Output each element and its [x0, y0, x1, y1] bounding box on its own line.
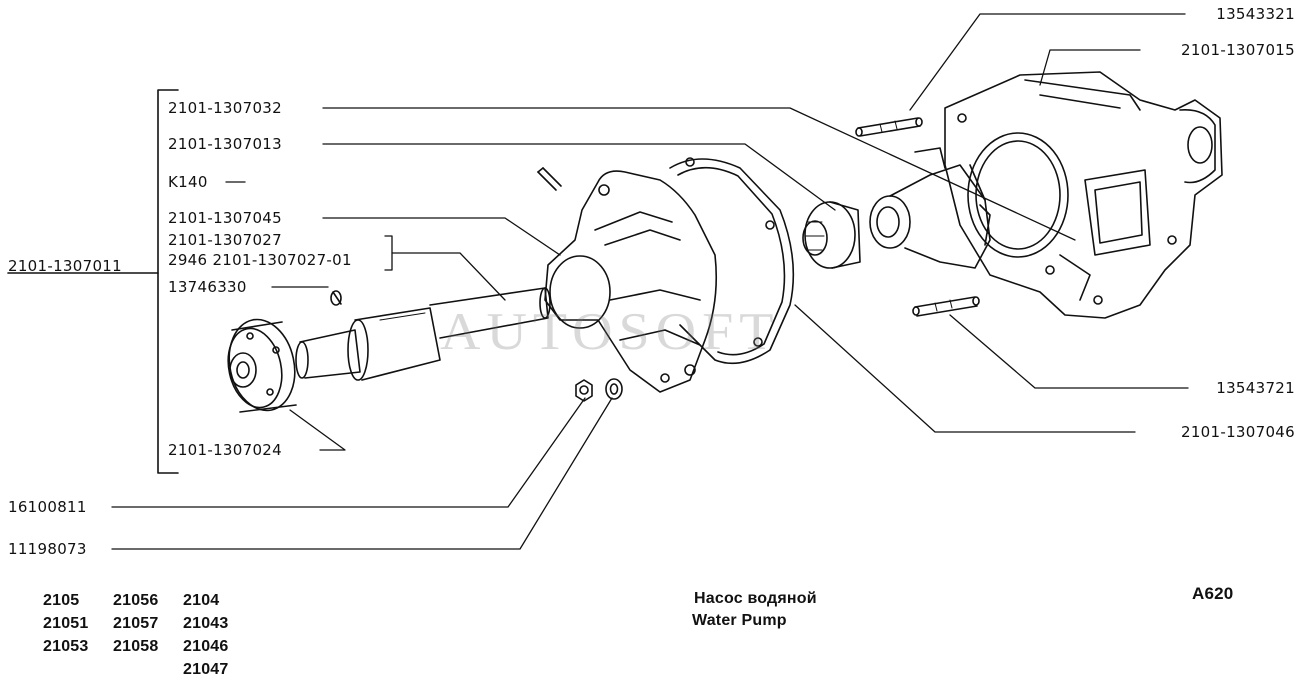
model-21057: 21057 — [113, 615, 159, 632]
nut — [575, 379, 593, 402]
label-2101-1307024: 2101-1307024 — [168, 441, 282, 459]
label-2101-1307046: 2101-1307046 — [1181, 423, 1295, 441]
label-13746330: 13746330 — [168, 278, 247, 296]
diagram-code: A620 — [1192, 584, 1234, 603]
model-21058: 21058 — [113, 638, 159, 655]
model-21053: 21053 — [43, 638, 89, 655]
gasket — [669, 157, 795, 365]
watermark: AUTOSOFT — [440, 302, 780, 362]
model-2104: 2104 — [183, 592, 220, 609]
label-11198073: 11198073 — [8, 540, 87, 558]
leader-lines-left — [111, 107, 1076, 550]
k140-pin — [537, 167, 562, 191]
label-2101-1307027: 2101-1307027 — [168, 231, 282, 249]
label-13543321: 13543321 — [1216, 5, 1295, 23]
shaft-seal — [802, 201, 861, 269]
title-en: Water Pump — [692, 612, 787, 629]
label-2946-2101-1307027-01: 2946 2101-1307027-01 — [168, 251, 352, 269]
washer — [605, 378, 623, 400]
pump-housing — [944, 71, 1223, 319]
title-ru: Насос водяной — [694, 590, 817, 607]
label-2101-1307013: 2101-1307013 — [168, 135, 282, 153]
impeller — [869, 147, 991, 269]
pulley-hub — [227, 318, 297, 413]
stud-lower — [912, 296, 980, 317]
stud-upper — [855, 117, 923, 137]
label-k140: K140 — [168, 173, 208, 191]
label-2101-1307032: 2101-1307032 — [168, 99, 282, 117]
model-21047: 21047 — [183, 661, 229, 678]
model-2105: 2105 — [43, 592, 80, 609]
lock-screw — [330, 290, 342, 306]
label-13543721: 13543721 — [1216, 379, 1295, 397]
model-21051: 21051 — [43, 615, 89, 632]
label-16100811: 16100811 — [8, 498, 87, 516]
label-2101-1307015: 2101-1307015 — [1181, 41, 1295, 59]
assembly-bracket — [7, 89, 179, 474]
label-2101-1307045: 2101-1307045 — [168, 209, 282, 227]
pump-cover — [544, 170, 718, 393]
label-2101-1307011: 2101-1307011 — [8, 257, 122, 275]
model-21043: 21043 — [183, 615, 229, 632]
model-21056: 21056 — [113, 592, 159, 609]
model-21046: 21046 — [183, 638, 229, 655]
